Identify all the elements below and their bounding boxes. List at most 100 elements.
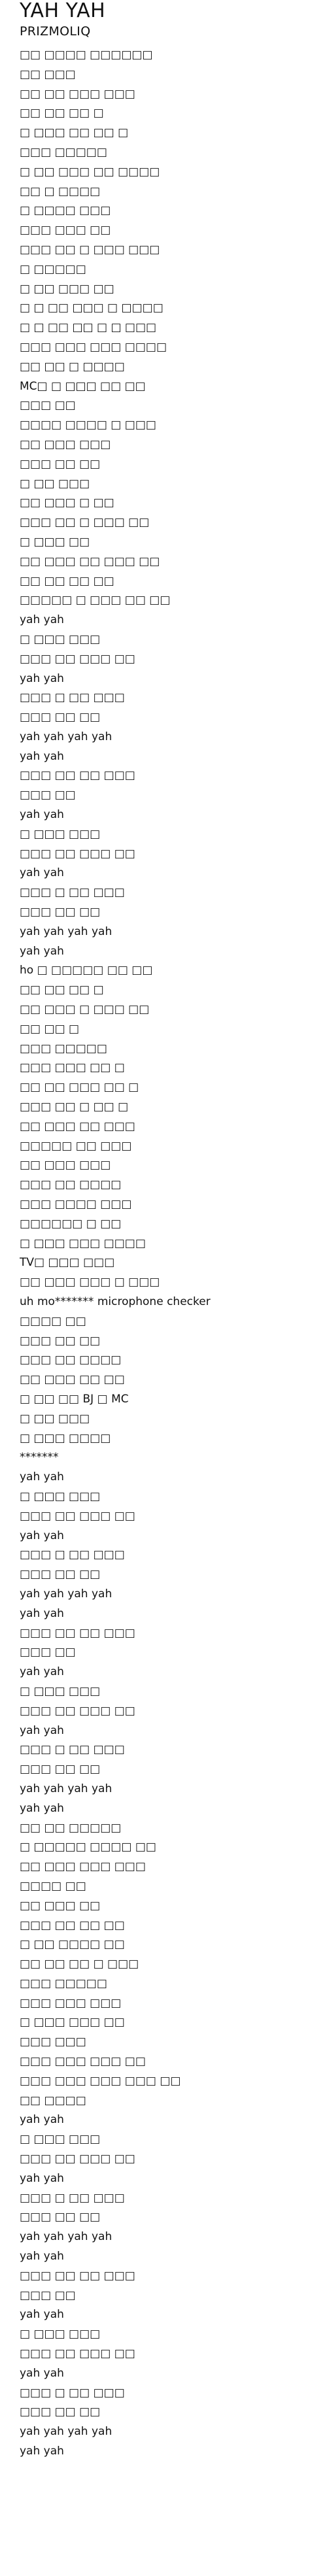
lyric-line: □□ □□□ □□□ □□□: [20, 1860, 146, 1874]
lyric-line: □□□ □□ □□: [20, 2211, 101, 2224]
lyric-line: □□□ □□□ □□: [20, 224, 111, 237]
lyric-line: □□□□ □□: [20, 1314, 86, 1328]
lyric-line: □□ □□ □ □□□□: [20, 360, 125, 373]
lyric-line: □□ □□ □□ □: [20, 983, 104, 997]
lyric-line: □□□ □□ □ □□□ □□: [20, 516, 150, 530]
lyric-line: □ □□□ □□□: [20, 827, 101, 841]
lyric-line: □□□ □□ □□ □□: [20, 1918, 125, 1932]
lyric-line: □□□ □ □□ □□□: [20, 2191, 125, 2205]
lyric-line: □ □□□ □□□: [20, 2133, 101, 2146]
lyric-line: □□□ □□ □□ □□□: [20, 1626, 135, 1640]
lyric-line: □ □□ □□□ □□: [20, 282, 114, 296]
lyric-line: □ □□□ □□□: [20, 632, 101, 646]
lyric-line: TV□ □□□ □□□: [20, 1256, 115, 1270]
lyric-line: □□□ □ □□ □□□: [20, 1743, 125, 1757]
lyric-line: □□□ □□ □□□ □□: [20, 652, 135, 666]
lyric-line: □□ □□ □□□□□: [20, 1821, 122, 1835]
lyric-line: □□□ □□ □□: [20, 1763, 101, 1776]
lyric-line: □□ □□□ □ □□: [20, 496, 114, 510]
lyric-line: □□ □□ □□ □ □□□: [20, 1957, 139, 1971]
lyric-line: yah yah: [20, 866, 64, 880]
lyric-line: □□□ □□□□□: [20, 1042, 107, 1055]
lyric-line: □ □□ □□□ □□ □□□□: [20, 165, 160, 178]
lyric-line: □ □□□ □□□ □□: [20, 2016, 125, 2029]
lyric-line: □ □□□ □□ □□ □: [20, 126, 129, 140]
lyric-line: □□□ □ □□ □□□: [20, 2386, 125, 2399]
lyric-line: □ □□ □□□: [20, 477, 90, 490]
lyric-line: □□ □□□ □□ □□: [20, 1373, 125, 1387]
lyric-line: □□ □□□□: [20, 2093, 86, 2107]
lyric-line: □□□ □□: [20, 2288, 76, 2302]
lyric-line: yah yah: [20, 613, 64, 627]
lyric-line: □□□ □□ □□□□: [20, 1178, 122, 1192]
lyrics-body: □□ □□□□ □□□□□□□□ □□□□□ □□ □□□ □□□□□ □□ □…: [20, 46, 327, 2462]
lyric-line: □□□ □□ □□: [20, 2405, 101, 2419]
lyric-line: yah yah: [20, 1723, 64, 1737]
lyric-line: yah yah: [20, 2366, 64, 2380]
lyric-line: uh mo******* microphone checker: [20, 1295, 211, 1308]
lyric-line: yah yah: [20, 2308, 64, 2322]
lyric-line: □□□ □□ □□: [20, 1568, 101, 1582]
lyric-line: □□□ □□ □□: [20, 1334, 101, 1347]
lyric-line: □□□□□ □ □□□ □□ □□: [20, 594, 171, 607]
lyric-line: □□□ □□□ □□□ □□□□: [20, 340, 167, 354]
lyric-line: □ □ □□ □□ □ □ □□□: [20, 321, 157, 335]
lyric-line: □□□ □□ □□□ □□: [20, 2152, 135, 2166]
lyric-line: □□ □□ □□□ □□□: [20, 87, 135, 101]
lyric-line: □□□ □□ □□: [20, 906, 101, 919]
lyric-line: yah yah: [20, 749, 64, 763]
lyric-line: □□□ □□□□□: [20, 145, 107, 159]
lyric-line: yah yah yah yah: [20, 1782, 112, 1795]
lyric-line: □ □□□ □□□: [20, 1489, 101, 1503]
lyric-line: yah yah: [20, 2171, 64, 2185]
lyric-line: ho □ □□□□□ □□ □□: [20, 964, 153, 977]
lyric-line: □□ □□ □□ □: [20, 107, 104, 120]
lyric-line: □□□ □ □□ □□□: [20, 1548, 125, 1562]
lyric-line: □□ □□ □: [20, 1022, 80, 1036]
lyric-line: □□□ □□□ □□□ □□: [20, 2055, 146, 2069]
lyric-line: □ □□ □□□: [20, 1412, 90, 1425]
lyric-line: yah yah: [20, 671, 64, 685]
lyric-line: □□□ □□: [20, 788, 76, 802]
lyric-line: □□□ □□ □□□□: [20, 1353, 122, 1367]
lyric-line: □ □□ □□ BJ □ MC: [20, 1392, 129, 1406]
lyric-line: yah yah: [20, 1470, 64, 1484]
lyric-line: □ □□ □□□□ □□: [20, 1938, 125, 1952]
lyric-line: yah yah: [20, 1606, 64, 1620]
lyric-line: □ □□□ □□□: [20, 1684, 101, 1698]
lyric-line: □ □ □□ □□□ □ □□□□: [20, 301, 164, 315]
lyric-line: □□□ □□□: [20, 2035, 86, 2049]
lyric-line: □□□ □□ □□□ □□: [20, 847, 135, 860]
lyric-line: □□□ □□ □□ □□□: [20, 769, 135, 783]
lyric-line: yah yah: [20, 2445, 64, 2458]
lyric-line: □□□ □□ □□□ □□: [20, 1704, 135, 1718]
lyric-line: □ □□□ □□□□: [20, 1431, 111, 1445]
lyric-line: □□□□□ □□ □□□: [20, 1139, 132, 1153]
lyric-line: yah yah yah yah: [20, 924, 112, 938]
lyric-line: □□ □□ □□ □□: [20, 574, 114, 588]
lyric-line: □□□ □ □□ □□□: [20, 691, 125, 705]
lyric-line: □□ □□□ □ □□□ □□: [20, 1003, 150, 1017]
lyric-line: □ □□□ □□□ □□□□: [20, 1236, 146, 1250]
lyric-line: □□□ □□□□ □□□: [20, 1198, 132, 1212]
lyric-line: □□ □□□□ □□□□□□: [20, 48, 153, 61]
lyric-line: □□□ □□ □□: [20, 711, 101, 724]
lyric-line: □□□□□□ □ □□: [20, 1217, 122, 1230]
lyric-line: yah yah: [20, 2113, 64, 2127]
lyric-line: □□ □□□ □□ □□□: [20, 1119, 135, 1133]
lyric-line: □□□ □□ □□□ □□: [20, 1509, 135, 1523]
lyric-line: □ □□□□□: [20, 262, 86, 276]
lyric-line: □□□ □□ □ □□□ □□□: [20, 243, 160, 256]
lyric-line: □□□ □□□ □□□: [20, 1996, 122, 2010]
lyric-line: yah yah: [20, 1529, 64, 1542]
song-title: YAH YAH: [20, 0, 106, 22]
lyric-line: □ □□□□□ □□□□ □□: [20, 1840, 156, 1854]
lyric-line: □□□ □□□ □□ □: [20, 1061, 125, 1075]
lyric-line: □□□ □□□□□: [20, 1976, 107, 1990]
lyric-line: □□ □□□ □□ □□□ □□: [20, 554, 160, 568]
lyric-line: □□□ □ □□ □□□: [20, 886, 125, 900]
lyric-line: □□ □□ □□□ □□ □: [20, 1081, 139, 1094]
lyric-line: □□ □□□ □□: [20, 1899, 101, 1912]
lyric-line: yah yah: [20, 2250, 64, 2263]
